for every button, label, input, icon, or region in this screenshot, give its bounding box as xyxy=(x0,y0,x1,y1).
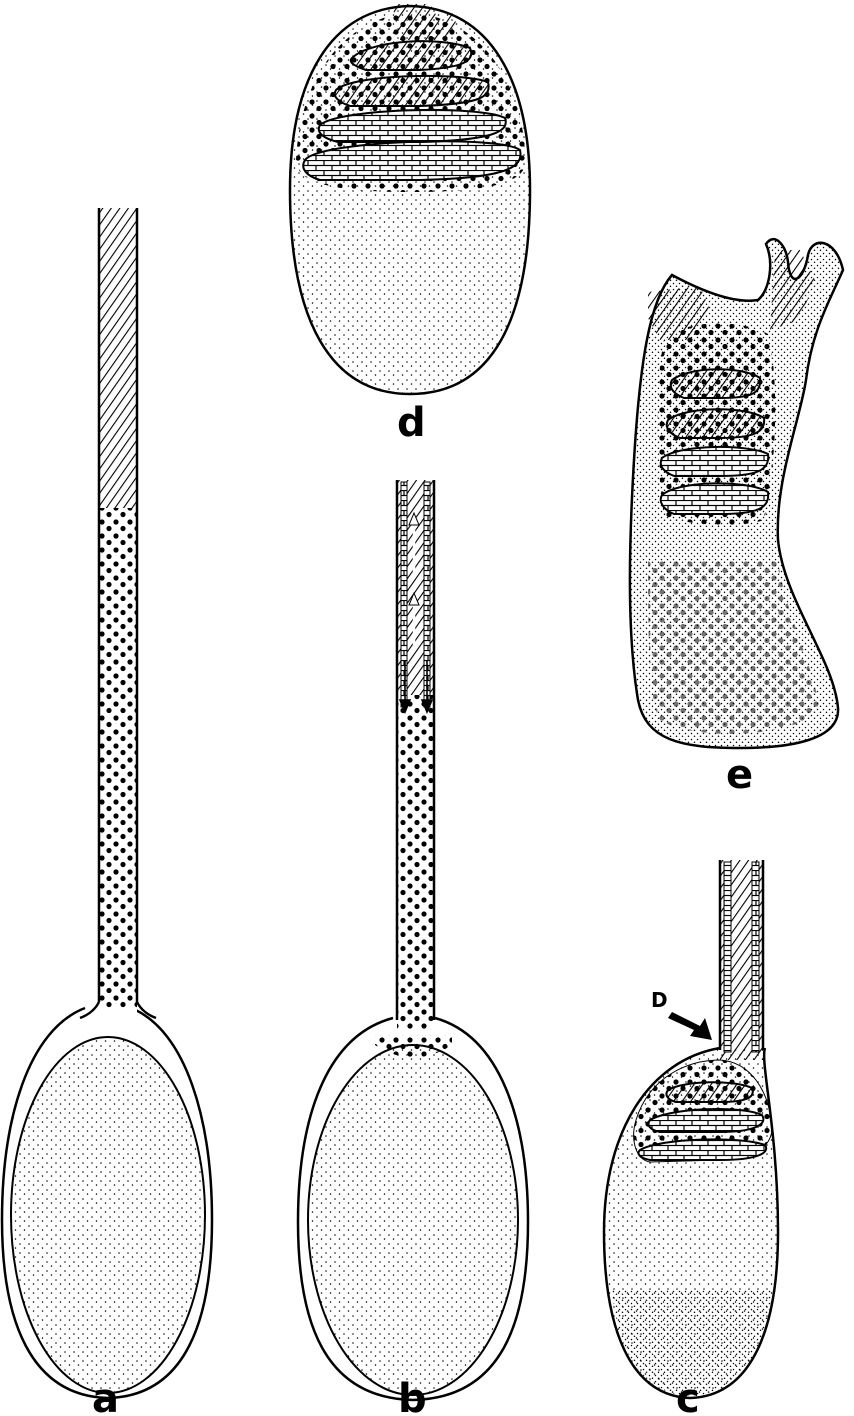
panel-label-d: d xyxy=(397,400,426,446)
panel-e-fold-2 xyxy=(661,447,768,476)
panel-a-tube-dotted-segment xyxy=(99,508,137,1008)
panel-b xyxy=(298,480,528,1400)
panel-b-capsule-inner xyxy=(308,1045,518,1395)
panel-label-b: b xyxy=(398,1376,427,1416)
panel-label-a: a xyxy=(92,1376,119,1416)
panel-e-fold-4 xyxy=(671,369,760,398)
panel-label-c: c xyxy=(676,1376,700,1416)
panel-d xyxy=(290,4,530,394)
panel-c-marker-arrow xyxy=(668,1012,712,1040)
panel-e-fold-3 xyxy=(667,409,764,438)
panel-c-stalk-inner-right xyxy=(752,862,759,1052)
panel-c: D xyxy=(604,860,778,1398)
panel-b-tube-dotted-segment xyxy=(397,695,434,1030)
panel-e xyxy=(630,239,843,748)
panel-c-stalk-inner-left xyxy=(724,862,731,1052)
panel-c-marker-label: D xyxy=(651,988,668,1012)
panel-c-fold-3 xyxy=(666,1082,752,1102)
panel-b-inner-wall-left xyxy=(401,482,407,707)
panel-e-body-lower-coarse xyxy=(648,560,820,734)
panel-e-fold-1 xyxy=(661,483,768,514)
panel-a-tube-hatched-segment xyxy=(99,208,137,508)
panel-label-e: e xyxy=(726,752,753,798)
panel-a-capsule-inner xyxy=(11,1037,205,1393)
panel-a xyxy=(2,208,212,1398)
